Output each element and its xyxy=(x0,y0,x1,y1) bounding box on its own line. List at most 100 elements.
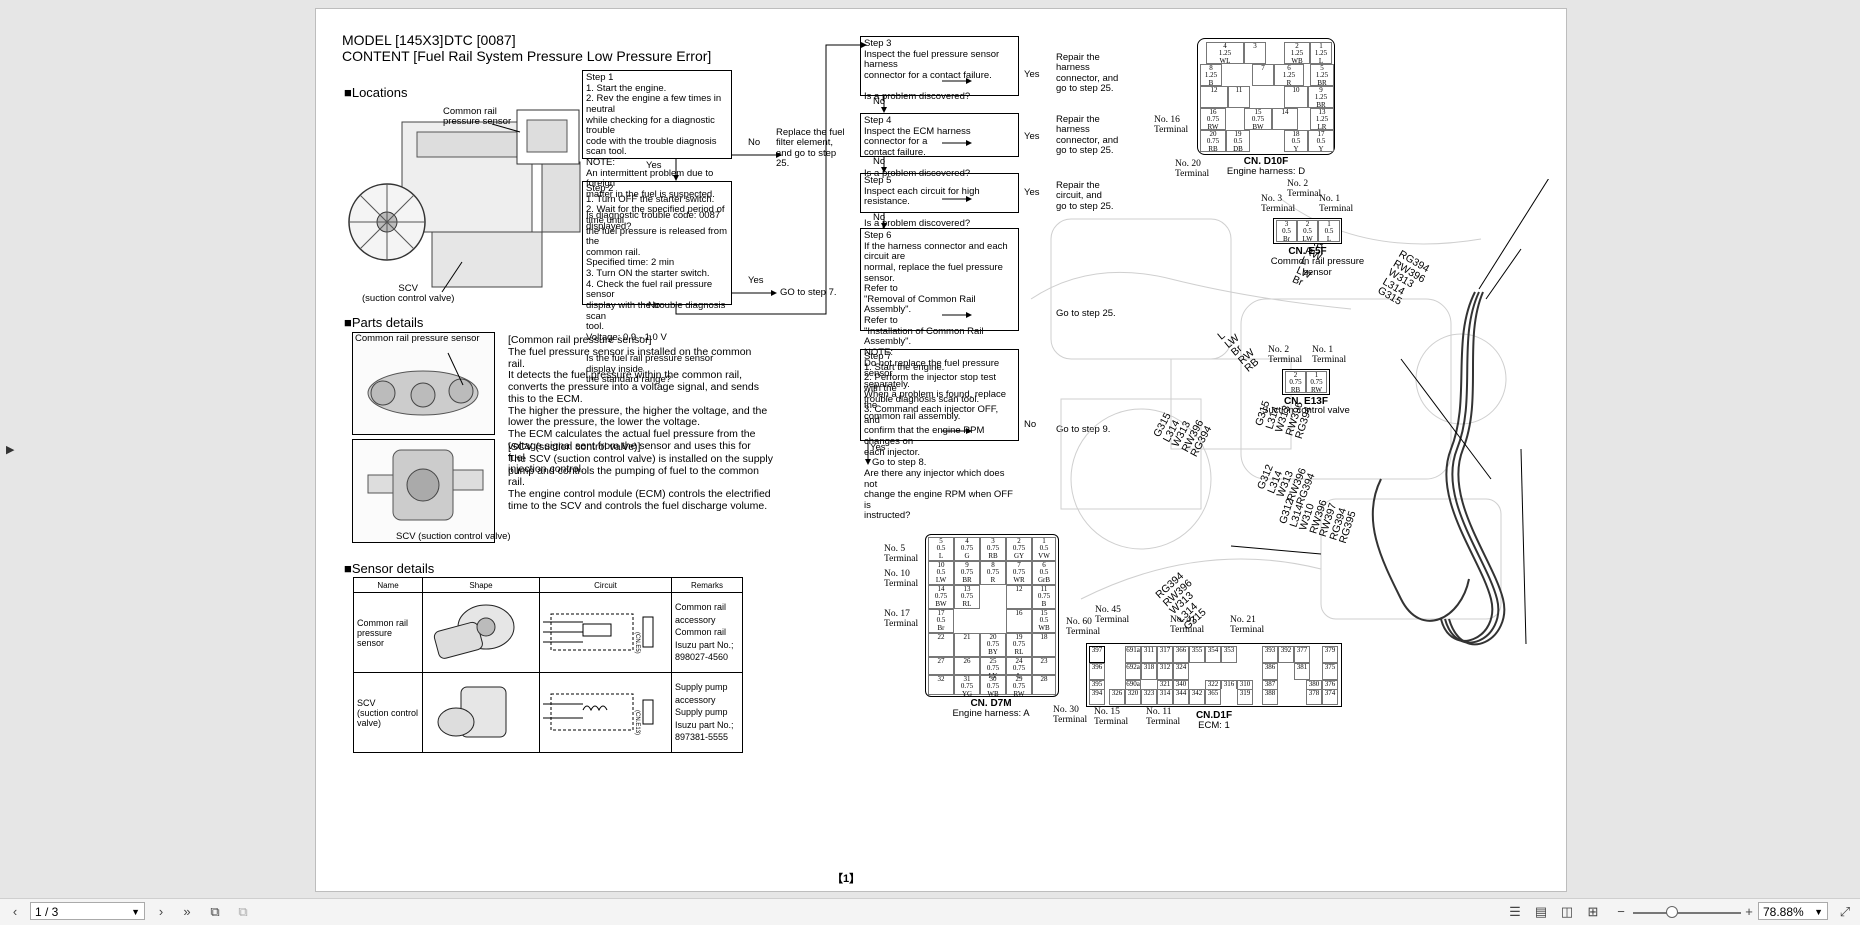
next-page-icon[interactable]: › xyxy=(158,904,164,919)
document-page: MODEL [145X3] DTC [0087] CONTENT [Fuel R… xyxy=(315,8,1567,892)
zoom-level-input[interactable]: 78.88% ▼ xyxy=(1758,902,1828,920)
e13f-terminal-2: No. 2 Terminal xyxy=(1268,345,1303,366)
parts-heading: ■Parts details xyxy=(344,315,424,330)
d1f-title: CN.D1F xyxy=(1195,710,1233,721)
copy-icon[interactable]: ⧉ xyxy=(238,904,248,919)
d1f-terminal-11: No. 11 Terminal xyxy=(1146,707,1181,728)
table-row: SCV (suction control valve) (CN.E13) Sup… xyxy=(353,672,743,753)
e5f-terminal-3: No. 3 Terminal xyxy=(1261,194,1296,215)
step2-no-label: No xyxy=(648,300,661,311)
zoom-slider-track[interactable] xyxy=(1633,912,1741,914)
scv-caption: SCV (suction control valve) xyxy=(396,531,511,542)
e5f-title: CN. E5F xyxy=(1288,246,1327,257)
e13f-terminal-1: No. 1 Terminal xyxy=(1312,345,1347,366)
rotate-icon[interactable]: ⧉ xyxy=(210,904,220,919)
engine-illustration xyxy=(348,109,581,293)
dtc-label: DTC [0087] xyxy=(444,32,516,48)
locations-heading: ■Locations xyxy=(344,85,408,100)
step5-yes-label: Yes xyxy=(1024,187,1040,198)
d10f-terminal-20: No. 20 Terminal xyxy=(1175,159,1210,180)
rail-sensor-photo xyxy=(352,332,495,435)
repair-circuit-text: Repair the circuit, and go to step 25. xyxy=(1056,180,1114,212)
step-4-box: Step 4 Inspect the ECM harness connector… xyxy=(860,113,1019,179)
content-title: CONTENT [Fuel Rail System Pressure Low P… xyxy=(342,48,712,64)
sensor-name: SCV (suction control valve) xyxy=(353,672,423,753)
sensor-circuit: (CN.E5) xyxy=(539,592,672,673)
page-number-value: 1 / 3 xyxy=(35,905,59,919)
d1f-terminal-30: No. 30 Terminal xyxy=(1053,705,1088,726)
harness-diagram xyxy=(1030,179,1549,646)
last-page-icon[interactable]: » xyxy=(183,904,191,919)
step4-yes-label: Yes xyxy=(1024,131,1040,142)
d7m-subtitle: Engine harness: A xyxy=(952,708,1030,719)
goto-7-text: GO to step 7. xyxy=(780,287,837,298)
step1-no-label: No xyxy=(748,137,761,148)
zoom-out-icon[interactable]: − xyxy=(1617,904,1625,919)
step7-yes-label: Yes xyxy=(870,442,886,453)
sensor-remarks: Supply pump accessory Supply pump Isuzu … xyxy=(671,672,743,753)
viewer-toolbar: ‹ › » ⧉ ⧉ ☰ ▤ ◫ ⊞ − + ⤢ xyxy=(0,898,1860,925)
d10f-title: CN. D10F xyxy=(1243,156,1289,167)
repair-harness-text-2: Repair the harness connector, and go to … xyxy=(1056,114,1119,157)
e13f-subtitle: Suction control valve xyxy=(1262,405,1350,416)
fullscreen-icon[interactable]: ⤢ xyxy=(1839,904,1851,919)
step3-yes-label: Yes xyxy=(1024,69,1040,80)
single-page-icon[interactable]: ☰ xyxy=(1509,904,1521,919)
zoom-in-icon[interactable]: + xyxy=(1745,904,1753,919)
prev-page-icon[interactable]: ‹ xyxy=(12,904,18,919)
replace-filter-text: Replace the fuel filter element, and go … xyxy=(776,127,845,170)
e5f-terminal-1: No. 1 Terminal xyxy=(1319,194,1354,215)
step2-yes-label: Yes xyxy=(748,275,764,286)
goto-25-text: Go to step 25. xyxy=(1056,308,1116,319)
document-viewer: ▶ MODEL [145X3] DTC [0087] CONTENT [Fuel… xyxy=(6,8,1567,892)
d10f-subtitle: Engine harness: D xyxy=(1226,166,1306,177)
d7m-terminal-5: No. 5 Terminal xyxy=(884,544,919,565)
scv-location-label: SCV (suction control valve) xyxy=(362,283,455,305)
circuit-connector-label: (CN.E13) xyxy=(634,710,640,735)
step-3-box: Step 3 Inspect the fuel pressure sensor … xyxy=(860,36,1019,102)
continuous-page-icon[interactable]: ▤ xyxy=(1534,904,1548,919)
table-row: Common rail pressure sensor (CN.E5) Comm… xyxy=(353,592,743,673)
chevron-down-icon[interactable]: ▼ xyxy=(131,907,140,917)
d7m-title: CN. D7M xyxy=(970,698,1012,709)
e5f-terminal-2: No. 2 Terminal xyxy=(1287,179,1322,200)
model-label: MODEL [145X3] xyxy=(342,32,444,48)
step-1-box: Step 1 1. Start the engine. 2. Rev the e… xyxy=(582,70,732,232)
step4-no-label: No xyxy=(873,156,886,167)
d1f-terminal-21: No. 21 Terminal xyxy=(1230,615,1265,636)
step-6-box: Step 6 If the harness connector and each… xyxy=(860,228,1019,421)
sensors-heading: ■Sensor details xyxy=(344,561,435,576)
sensor-shape xyxy=(422,592,540,673)
step1-yes-label: Yes xyxy=(646,160,662,171)
circuit-connector-label: (CN.E5) xyxy=(634,632,640,654)
d1f-terminal-15: No. 15 Terminal xyxy=(1094,707,1129,728)
d7m-terminal-10: No. 10 Terminal xyxy=(884,569,919,590)
e5f-subtitle: Common rail pressure sensor xyxy=(1270,256,1365,278)
connector-d1f-lower: 394 326 320 323 314 344 342 365 319 388 … xyxy=(1086,689,1342,707)
zoom-slider-handle[interactable] xyxy=(1666,906,1678,918)
step7-no-label: No xyxy=(1024,419,1037,430)
scv-photo xyxy=(352,439,495,543)
repair-harness-text-1: Repair the harness connector, and go to … xyxy=(1056,52,1119,95)
d7m-terminal-17: No. 17 Terminal xyxy=(884,609,919,630)
chevron-down-icon[interactable]: ▼ xyxy=(1814,907,1823,917)
step5-no-label: No xyxy=(873,212,886,223)
step3-no-label: No xyxy=(873,96,886,107)
e13f-title: CN. E13F xyxy=(1284,396,1328,407)
sidebar-toggle-icon[interactable]: ▶ xyxy=(6,444,15,456)
scv-description: [SCV (suction control valve)] The SCV (s… xyxy=(508,441,773,512)
zoom-level-value: 78.88% xyxy=(1763,905,1804,919)
sensor-details-table: Name Shape Circuit Remarks Common rail p… xyxy=(353,577,743,753)
d10f-terminal-16: No. 16 Terminal xyxy=(1154,115,1189,136)
d1f-terminal-41: No. 41 Terminal xyxy=(1170,615,1205,636)
grid-view-icon[interactable]: ⊞ xyxy=(1587,904,1599,919)
step-2-box: Step 2 1. Turn OFF the starter switch. 2… xyxy=(582,181,732,385)
two-page-icon[interactable]: ◫ xyxy=(1560,904,1574,919)
page-number-input[interactable]: 1 / 3 ▼ xyxy=(30,902,145,920)
rail-sensor-caption: Common rail pressure sensor xyxy=(355,333,480,344)
goto-8-text: Go to step 8. xyxy=(872,457,927,468)
